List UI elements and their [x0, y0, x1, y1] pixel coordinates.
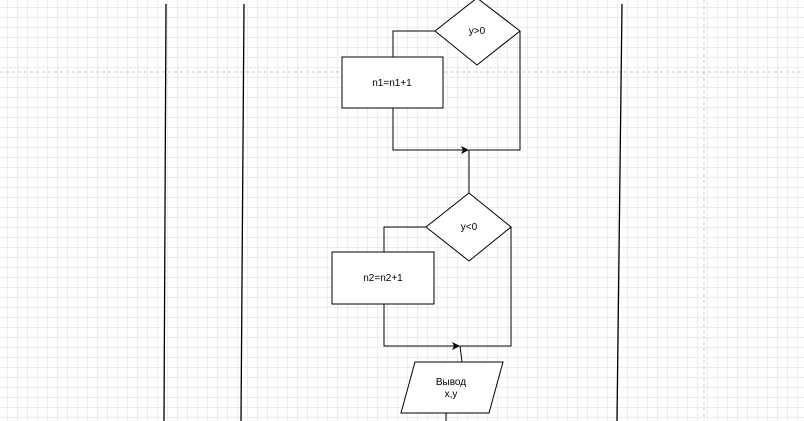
lane-divider-1[interactable]	[163, 3, 167, 421]
edge-y-lt-0-bypass[interactable]	[460, 227, 512, 347]
process-n1-increment-label: n1=n1+1	[372, 78, 412, 89]
edge-y-gt-0-to-n1[interactable]	[392, 30, 435, 57]
decision-y-lt-0[interactable]: y<0	[425, 192, 512, 262]
edge-n1-to-merge-1[interactable]	[392, 108, 469, 154]
decision-y-lt-0-label: y<0	[461, 222, 478, 233]
edge-n2-to-merge-2[interactable]	[383, 304, 460, 350]
decision-y-gt-0-label: y>0	[469, 26, 486, 37]
lane-divider-3[interactable]	[616, 3, 623, 421]
decision-y-gt-0[interactable]: y>0	[434, 0, 521, 66]
edge-merge-2-to-output[interactable]	[459, 345, 463, 363]
process-n1-increment[interactable]: n1=n1+1	[341, 56, 444, 109]
process-n2-increment[interactable]: n2=n2+1	[331, 251, 435, 305]
process-n2-increment-label: n2=n2+1	[363, 273, 403, 284]
output-x-y[interactable]: Вывод x,y	[400, 361, 504, 414]
edge-y-gt-0-bypass[interactable]	[469, 31, 521, 151]
edge-y-lt-0-to-n2[interactable]	[383, 226, 426, 252]
output-label-line1: Вывод	[436, 377, 466, 388]
lane-divider-2[interactable]	[240, 3, 245, 421]
output-label-line2: x,y	[445, 389, 458, 400]
